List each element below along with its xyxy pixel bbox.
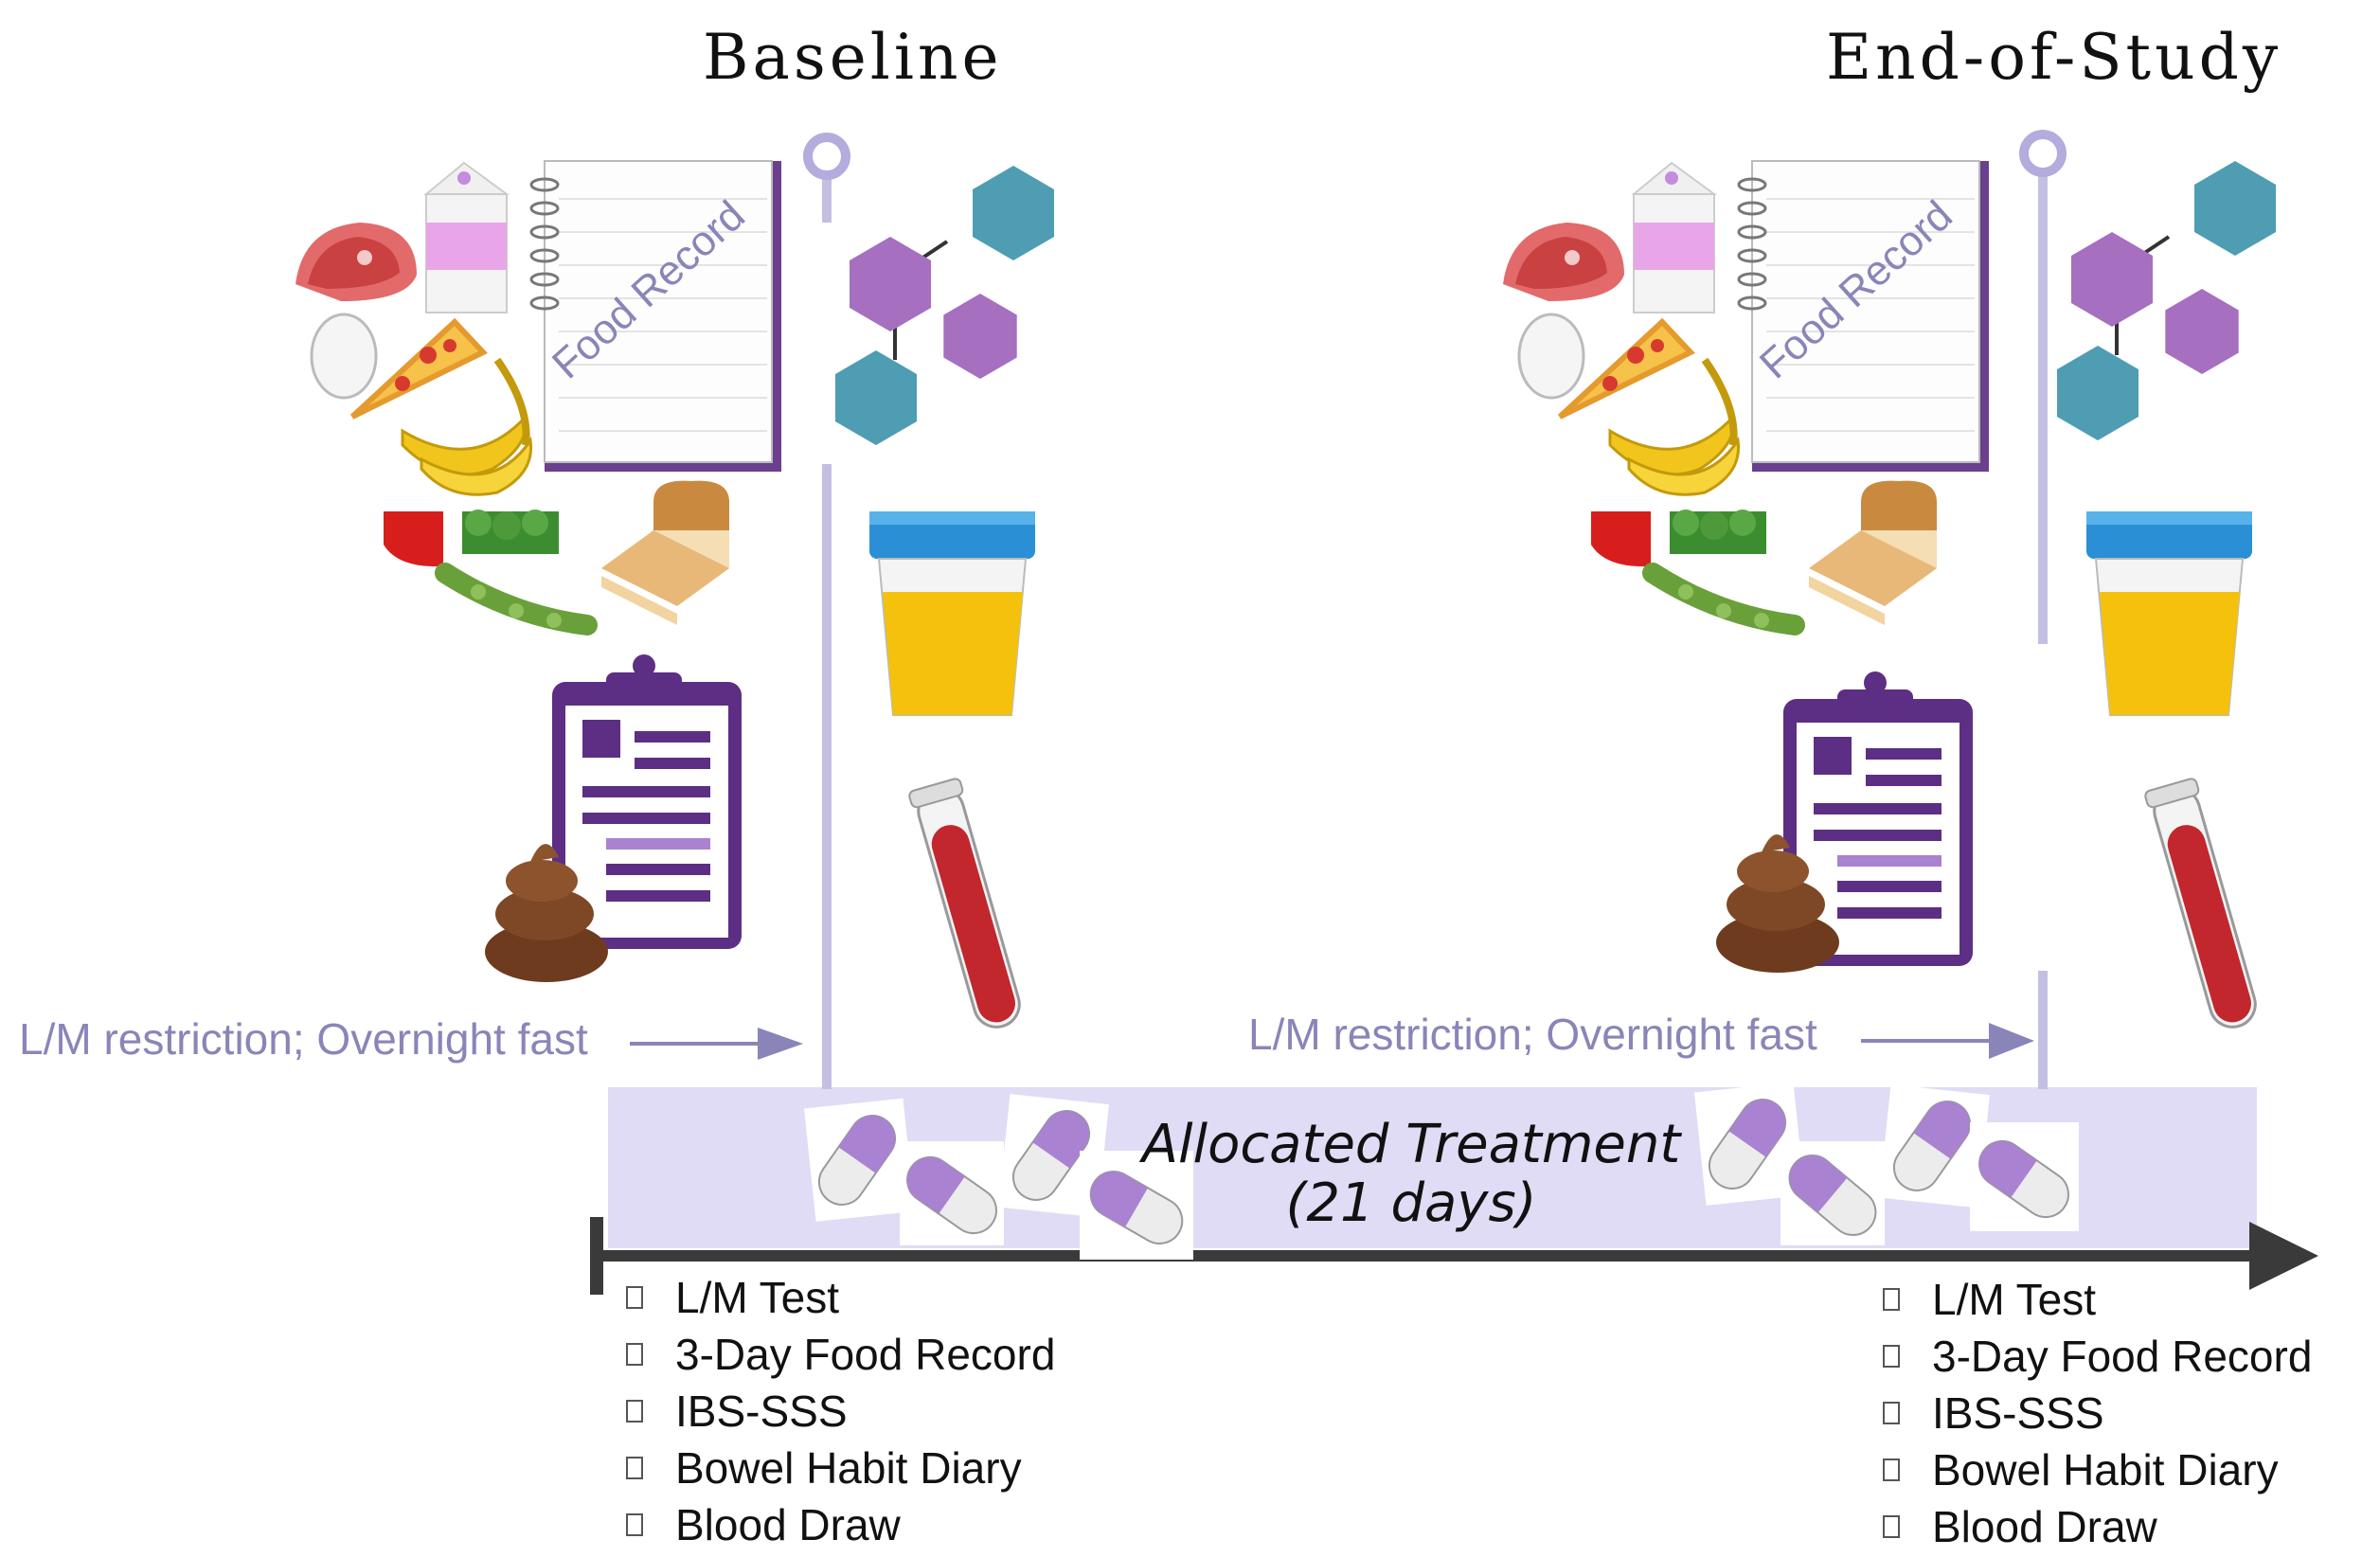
blood-tube-icon bbox=[908, 778, 1021, 1029]
checkbox-icon bbox=[626, 1286, 643, 1309]
urine-cup-icon bbox=[2086, 511, 2252, 716]
list-item: Blood Draw bbox=[1877, 1498, 2312, 1555]
checkbox-icon bbox=[1883, 1515, 1900, 1538]
checkbox-icon bbox=[1883, 1459, 1900, 1481]
checkbox-icon bbox=[1883, 1345, 1900, 1368]
list-item: L/M Test bbox=[1877, 1271, 2312, 1328]
capsules-baseline bbox=[804, 1094, 1193, 1260]
egg-icon bbox=[310, 313, 378, 400]
checkbox-icon bbox=[626, 1400, 643, 1423]
banana-icon bbox=[1608, 357, 1741, 496]
fast-arrow-baseline bbox=[630, 1028, 803, 1060]
checkbox-icon bbox=[626, 1343, 643, 1366]
blood-tube-icon bbox=[2144, 778, 2257, 1029]
checkbox-icon bbox=[626, 1457, 643, 1479]
bread-icon bbox=[601, 480, 729, 625]
list-item-label: Bowel Habit Diary bbox=[675, 1443, 1022, 1493]
end-checklist: L/M Test 3-Day Food Record IBS-SSS Bowel… bbox=[1877, 1271, 2312, 1555]
checkbox-icon bbox=[626, 1513, 643, 1536]
list-item: Bowel Habit Diary bbox=[620, 1440, 1055, 1496]
pizza-icon bbox=[1557, 317, 1695, 420]
milk-carton-icon bbox=[1631, 161, 1718, 313]
list-item-label: Blood Draw bbox=[675, 1500, 901, 1549]
list-item: Blood Draw bbox=[620, 1496, 1055, 1553]
meat-icon bbox=[295, 223, 417, 301]
stool-icon bbox=[485, 844, 608, 982]
timeline-arrow bbox=[590, 1217, 2318, 1295]
urine-cup-icon bbox=[869, 511, 1035, 716]
treatment-title: Allocated Treatment bbox=[1141, 1114, 1681, 1175]
list-item-label: IBS-SSS bbox=[675, 1387, 848, 1436]
fast-arrow-end bbox=[1861, 1023, 2034, 1059]
fast-note-end: L/M restriction; Overnight fast bbox=[1248, 1010, 1817, 1059]
list-item-label: 3-Day Food Record bbox=[675, 1330, 1056, 1379]
bread-icon bbox=[1809, 480, 1937, 625]
meat-icon bbox=[1503, 223, 1624, 301]
list-item: L/M Test bbox=[620, 1269, 1055, 1326]
clipboard-icon bbox=[552, 654, 742, 949]
clipboard-icon bbox=[1783, 671, 1973, 966]
list-item: Bowel Habit Diary bbox=[1877, 1441, 2312, 1498]
treatment-duration: (21 days) bbox=[1285, 1172, 1537, 1234]
list-item: 3-Day Food Record bbox=[620, 1326, 1055, 1383]
vegetables-icon bbox=[1591, 510, 1805, 635]
pizza-icon bbox=[349, 317, 488, 420]
list-item-label: IBS-SSS bbox=[1932, 1388, 2104, 1438]
end-marker bbox=[2019, 130, 2067, 1089]
treatment-label: Allocated Treatment (21 days) bbox=[1103, 1116, 1719, 1233]
vegetables-icon bbox=[384, 510, 598, 635]
end-of-study-title: End-of-Study bbox=[1826, 21, 2282, 94]
banana-icon bbox=[401, 357, 533, 496]
stool-icon bbox=[1716, 834, 1839, 973]
baseline-checklist: L/M Test 3-Day Food Record IBS-SSS Bowel… bbox=[620, 1269, 1055, 1553]
list-item-label: 3-Day Food Record bbox=[1932, 1332, 2313, 1381]
baseline-icons: Food Record bbox=[295, 160, 1054, 1029]
fast-note-baseline: L/M restriction; Overnight fast bbox=[19, 1014, 588, 1064]
baseline-marker bbox=[803, 133, 850, 1089]
list-item-label: Bowel Habit Diary bbox=[1932, 1445, 2279, 1494]
list-item: 3-Day Food Record bbox=[1877, 1328, 2312, 1385]
milk-carton-icon bbox=[423, 161, 510, 313]
list-item: IBS-SSS bbox=[1877, 1385, 2312, 1441]
capsules-end bbox=[1694, 1082, 2079, 1245]
molecule-icon bbox=[2057, 161, 2276, 440]
checkbox-icon bbox=[1883, 1288, 1900, 1311]
checkbox-icon bbox=[1883, 1402, 1900, 1424]
egg-icon bbox=[1517, 313, 1585, 400]
end-icons: Food Record bbox=[1503, 160, 2276, 1029]
list-item: IBS-SSS bbox=[620, 1383, 1055, 1440]
list-item-label: L/M Test bbox=[1932, 1275, 2096, 1324]
notebook-icon: Food Record bbox=[529, 160, 781, 472]
molecule-icon bbox=[835, 166, 1054, 445]
list-item-label: Blood Draw bbox=[1932, 1502, 2157, 1551]
baseline-title: Baseline bbox=[703, 21, 1003, 94]
notebook-icon: Food Record bbox=[1737, 160, 1989, 472]
list-item-label: L/M Test bbox=[675, 1273, 839, 1322]
